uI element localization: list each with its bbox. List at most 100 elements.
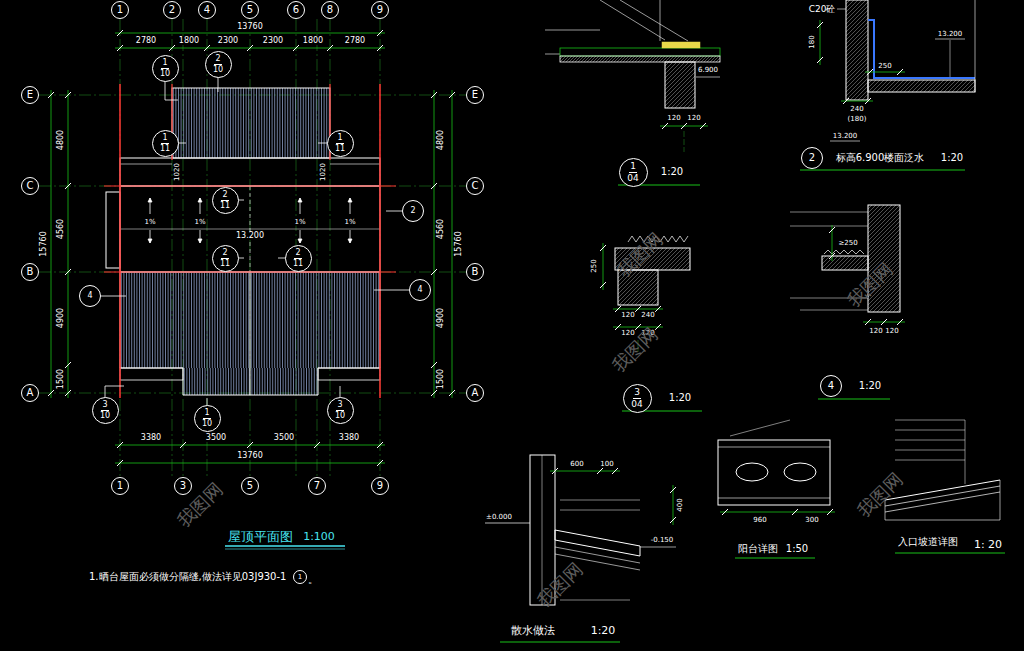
hatch-line	[852, 256, 866, 270]
hatch-line	[246, 368, 247, 395]
hatch-line	[578, 56, 584, 62]
hatch-line	[873, 205, 900, 312]
annotation-label: 4900	[437, 307, 445, 329]
hatch-line	[674, 56, 680, 62]
hatch-line	[285, 88, 286, 158]
hatch-line	[668, 56, 674, 62]
hatch-line	[220, 368, 221, 395]
hatch-line	[673, 248, 690, 270]
hatch-line	[611, 56, 617, 62]
drawing-line	[560, 510, 640, 511]
hatch-line	[266, 88, 267, 158]
hatch-line	[225, 368, 226, 395]
hatch-line	[264, 272, 265, 368]
hatch-line	[202, 368, 203, 395]
hatch-line	[274, 88, 275, 158]
axis-bubble: B	[21, 263, 39, 281]
hatch-line	[292, 88, 293, 158]
hatch-line	[638, 56, 644, 62]
dimension-tick	[670, 487, 676, 493]
hatch-line	[316, 368, 317, 395]
hatch-line	[316, 272, 317, 368]
annotation-label: 1%	[193, 219, 206, 226]
dimension-tick	[897, 319, 903, 325]
hatch-line	[183, 88, 184, 158]
callout-bubble: 210	[205, 51, 232, 78]
hatch-line	[279, 272, 280, 368]
dimension-tick	[48, 390, 54, 396]
bubble-text: 10	[334, 411, 346, 420]
axis-bubble: 2	[163, 1, 181, 19]
hatch-line	[272, 272, 273, 368]
hatch-line	[251, 272, 252, 368]
bubble-text: 04	[626, 173, 639, 183]
drawing-outline	[885, 480, 1000, 520]
dimension-tick	[722, 509, 728, 515]
callout-bubble: 310	[92, 397, 119, 424]
hatch-line	[191, 272, 192, 368]
hatch-line	[181, 88, 182, 158]
drawing-rect	[718, 440, 830, 505]
dimension-tick	[655, 306, 661, 312]
drawing-line	[379, 84, 381, 398]
annotation-label: -0.150	[650, 537, 675, 544]
drawing-line	[250, 272, 251, 395]
annotation-label: 标高6.900楼面泛水	[835, 153, 926, 163]
hatch-pattern	[665, 62, 695, 108]
hatch-pattern	[868, 80, 975, 92]
dimension-tick	[843, 98, 849, 104]
annotation-label: 3500	[205, 434, 227, 442]
hatch-line	[623, 56, 629, 62]
bubble-text: 3	[336, 401, 343, 411]
dimension-tick	[180, 442, 186, 448]
hatch-line	[173, 272, 174, 368]
hatch-line	[569, 56, 575, 62]
hatch-line	[188, 272, 189, 368]
axis-line	[380, 19, 381, 477]
hatch-line	[692, 56, 698, 62]
hatch-line	[233, 88, 234, 158]
axis-bubble: 1	[111, 477, 129, 495]
dimension-tick	[247, 45, 253, 51]
bubble-text: 2	[808, 153, 816, 163]
hatch-line	[355, 272, 356, 368]
annotation-label: 1:20	[668, 393, 692, 403]
drawing-line	[895, 440, 965, 441]
bubble-text: B	[471, 267, 480, 277]
hatch-line	[324, 272, 325, 368]
dimension-tick	[662, 123, 668, 129]
dimension-tick	[377, 442, 383, 448]
hatch-line	[266, 272, 267, 368]
annotation-label: 4560	[57, 218, 65, 240]
hatch-line	[687, 62, 695, 108]
drawing-line	[250, 186, 251, 272]
hatch-line	[626, 56, 632, 62]
drawing-line	[975, 0, 976, 92]
dimension-tick	[169, 45, 175, 51]
hatch-line	[311, 272, 312, 368]
hatch-line	[217, 272, 218, 368]
drawing-line	[935, 39, 965, 40]
hatch-line	[222, 272, 223, 368]
hatch-line	[184, 368, 185, 395]
callout-bubble: 211	[212, 245, 239, 272]
dimension-tick	[865, 319, 871, 325]
axis-bubble: 9	[371, 477, 389, 495]
hatch-line	[632, 56, 638, 62]
hatch-line	[685, 248, 690, 270]
hatch-line	[850, 0, 868, 100]
annotation-label: 120	[620, 330, 635, 337]
arrow-head	[198, 239, 202, 243]
hatch-line	[197, 368, 198, 395]
hatch-line	[215, 368, 216, 395]
hatch-line	[298, 272, 299, 368]
bubble-text: 6	[292, 5, 300, 15]
hatch-line	[230, 88, 231, 158]
dimension-tick	[827, 509, 833, 515]
hatch-line	[205, 368, 206, 395]
hatch-line	[357, 272, 358, 368]
hatch-line	[599, 56, 605, 62]
title-underline	[735, 557, 815, 558]
hatch-line	[306, 368, 307, 395]
annotation-label: 100	[599, 461, 614, 468]
